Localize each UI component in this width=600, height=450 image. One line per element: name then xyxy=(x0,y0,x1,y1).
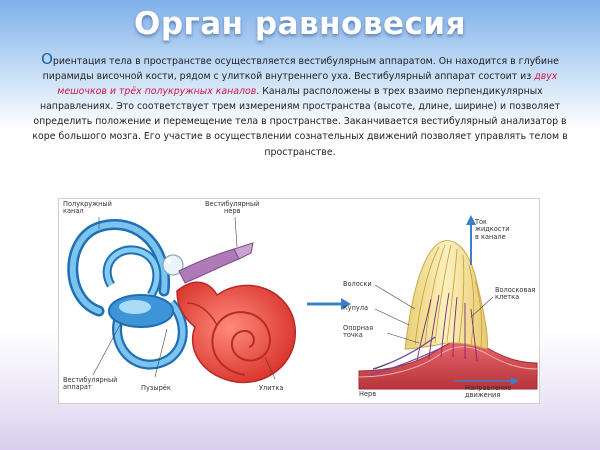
vestibular-nerve xyxy=(178,242,254,284)
transition-arrow xyxy=(307,298,351,310)
label-bubble: Пузырёк xyxy=(141,384,171,392)
ampulla-bubble xyxy=(162,254,184,276)
paragraph-text-start: риентация тела в пространстве осуществля… xyxy=(42,56,559,83)
cupula-detail xyxy=(358,215,538,390)
label-hairs: Волоски xyxy=(343,280,372,288)
label-cochlea: Улитка xyxy=(259,384,284,392)
label-nerve: Нерв xyxy=(359,390,377,398)
label-hair-cell: Волосковая клетка xyxy=(495,286,536,302)
label-fluid-flow: Ток жидкости в канале xyxy=(475,218,510,241)
cochlea xyxy=(176,281,296,384)
dropcap-letter: О xyxy=(41,50,53,68)
label-cupula: Купула xyxy=(343,304,369,312)
right-leader-lines xyxy=(374,284,494,370)
left-leader-lines xyxy=(92,216,276,380)
description-paragraph: Ориентация тела в пространстве осуществл… xyxy=(26,50,574,160)
label-semicircular-canal: Полукружный канал xyxy=(63,200,112,216)
slide-title: Орган равновесия xyxy=(134,6,466,42)
label-vestibular-apparatus: Вестибулярный аппарат xyxy=(63,376,118,392)
ear-diagram-figure: Полукружный канал Вестибулярный нерв Вес… xyxy=(58,198,540,404)
label-support-point: Опорная точка xyxy=(343,324,374,340)
semicircular-canals xyxy=(67,219,188,370)
ear-diagram-illustration xyxy=(67,215,538,390)
label-vestibular-nerve: Вестибулярный нерв xyxy=(205,200,260,216)
highlighted-text: двух мешочков и трёх полукружных каналов xyxy=(57,71,558,98)
paragraph-text-end: . Каналы расположены в трех взаимо перпе… xyxy=(32,86,568,158)
label-movement-direction: Направление движения xyxy=(465,384,512,400)
